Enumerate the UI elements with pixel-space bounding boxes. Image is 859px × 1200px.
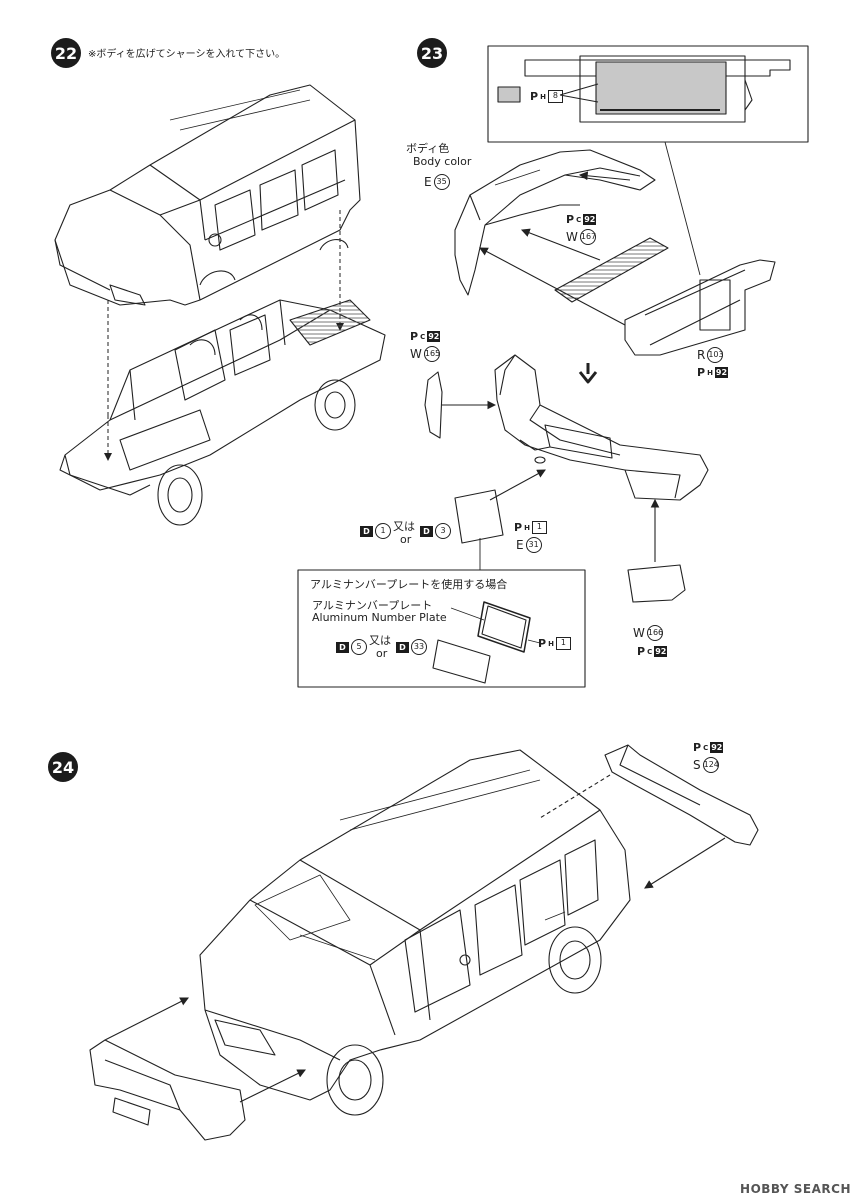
mataha-label-2: 又は: [369, 634, 391, 647]
body-color-label-jp: ボディ色: [406, 142, 450, 155]
step24-rear-spoiler: [604, 744, 759, 846]
step23-front-bumper: [494, 354, 709, 501]
or-label-2: or: [376, 647, 388, 660]
step23-inset-part: [524, 55, 791, 123]
step-22-note: ※ボディを広げてシャーシを入れて下さい。: [88, 49, 286, 60]
step23-side-piece: [424, 371, 443, 439]
aluminum-inset-title: アルミナンバープレートを使用する場合: [310, 578, 508, 591]
step23-number-plate: [454, 489, 504, 544]
step24-car: [199, 749, 631, 1116]
step23-grille-insert: [554, 237, 669, 303]
watermark: HOBBY SEARCH: [740, 1182, 851, 1196]
step-22-number: 22: [51, 38, 81, 68]
step23-detail-inset: [487, 45, 809, 143]
step23-rear-bumper: [454, 149, 656, 296]
mataha-label-1: 又は: [393, 520, 415, 533]
body-color-label-en: Body color: [413, 155, 472, 168]
step23-aluminum-inset: [297, 569, 586, 688]
step-24-number: 24: [48, 752, 78, 782]
step24-front-bumper: [89, 1039, 246, 1141]
aluminum-plate-label-jp: アルミナンバープレート: [312, 599, 433, 612]
step22-chassis: [59, 299, 386, 526]
step22-body-shell: [54, 84, 361, 306]
or-label-1: or: [400, 533, 412, 546]
step23-corner-cover: [627, 564, 686, 603]
step-23-number: 23: [417, 38, 447, 68]
step23-rear-panel: [624, 259, 776, 356]
aluminum-plate-label-en: Aluminum Number Plate: [312, 611, 447, 624]
